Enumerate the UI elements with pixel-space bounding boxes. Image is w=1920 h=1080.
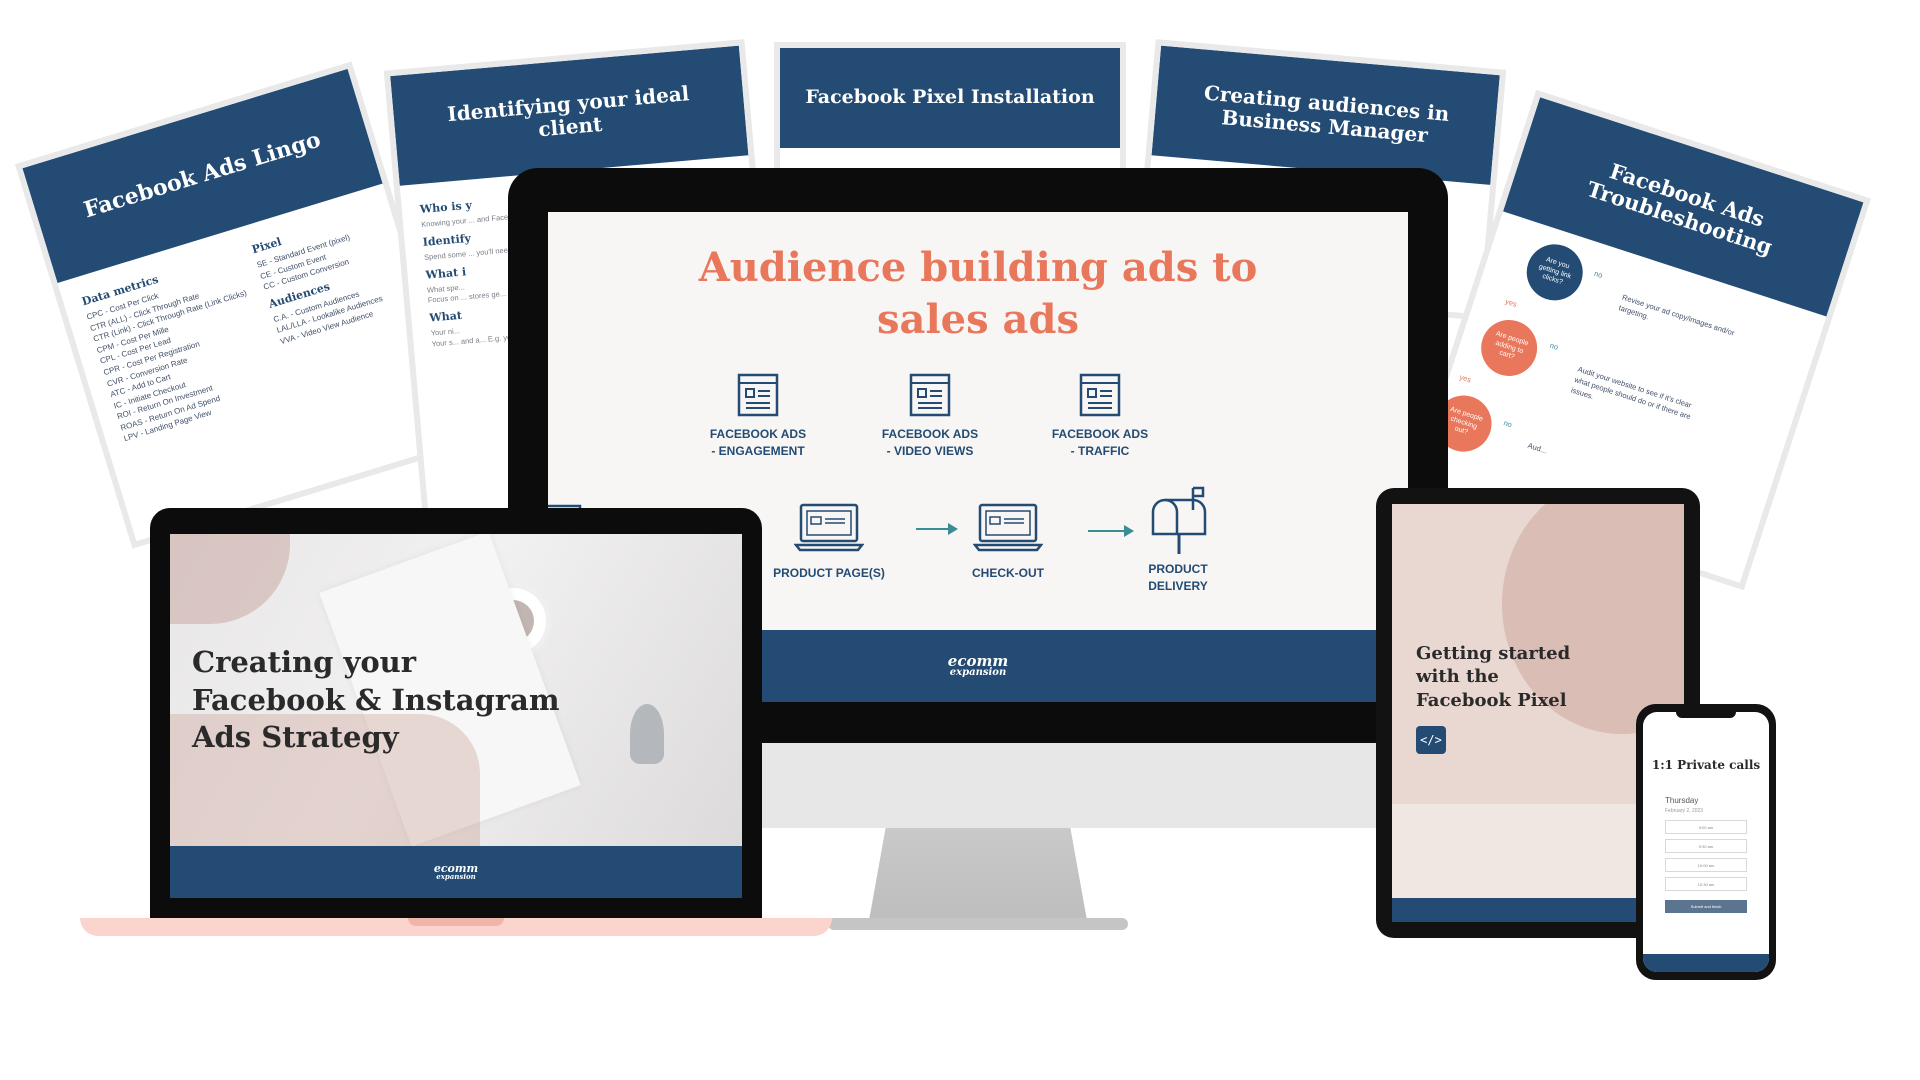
hand-photo (170, 714, 480, 846)
page-title: 1:1 Private calls (1651, 758, 1761, 772)
funnel-label-line: PRODUCT (1148, 562, 1208, 576)
slide-title-line: Facebook Pixel (1416, 689, 1567, 711)
brand-logo-line: expansion (949, 667, 1007, 679)
slide-title-line: sales ads (877, 296, 1079, 343)
laptop-icon (793, 503, 865, 552)
worksheet-title: Creating audiences in Business Manager (1151, 45, 1500, 185)
laptop-icon (972, 503, 1044, 552)
funnel-label-line: FACEBOOK ADS (881, 427, 979, 441)
booking-date: February 2, 2023 (1665, 808, 1704, 814)
slide-title-line: Audience building ads to (698, 244, 1258, 291)
webpage-icon (909, 373, 951, 417)
flow-no-label: no (1502, 418, 1514, 430)
webpage-icon (737, 373, 779, 417)
slide-title: Audience building ads to sales ads (548, 242, 1408, 346)
flow-yes-label: yes (1504, 296, 1518, 309)
funnel-label: FACEBOOK ADS - ENGAGEMENT (683, 426, 833, 460)
brand-logo-line: ecomm (433, 861, 479, 875)
phone-notch (1676, 710, 1736, 718)
time-slot-button[interactable]: 10:30 am (1665, 877, 1747, 891)
imac-stand (868, 828, 1088, 926)
page-footer (1643, 954, 1769, 972)
slide-title-line: Getting started (1416, 643, 1571, 664)
flow-no-label: no (1593, 268, 1604, 281)
time-slot-button[interactable]: 9:30 am (1665, 839, 1747, 853)
brand-logo-line: ecomm (947, 651, 1009, 670)
flow-arrow (1088, 525, 1134, 537)
funnel-ad-video-views: FACEBOOK ADS - VIDEO VIEWS (855, 372, 1005, 460)
laptop-notch (408, 918, 504, 926)
flow-no-label: no (1548, 340, 1560, 352)
funnel-label: PRODUCT PAGE(S) (773, 566, 885, 580)
brand-logo: ecomm expansion (433, 861, 479, 881)
flow-answer-text: Aud... (1526, 440, 1549, 456)
funnel-label: FACEBOOK ADS - TRAFFIC (1025, 426, 1175, 460)
funnel-label-line: - ENGAGEMENT (711, 443, 805, 458)
funnel-ad-engagement: FACEBOOK ADS - ENGAGEMENT (683, 372, 833, 460)
slide-footer (1392, 898, 1684, 922)
mailbox-icon (1151, 486, 1207, 554)
webpage-icon (1079, 373, 1121, 417)
funnel-step-product-delivery: PRODUCT DELIVERY (1103, 484, 1253, 595)
funnel-label: FACEBOOK ADS - VIDEO VIEWS (855, 426, 1005, 460)
funnel-label: PRODUCT DELIVERY (1103, 561, 1253, 595)
phone-screen: 1:1 Private calls Thursday February 2, 2… (1643, 712, 1769, 972)
vase-photo (630, 704, 664, 764)
tablet-screen: Getting started with the Facebook Pixel … (1392, 504, 1684, 922)
laptop-screen: Creating your Facebook & Instagram Ads S… (170, 534, 742, 898)
flow-yes-label: yes (1458, 372, 1473, 385)
code-icon: </> (1416, 726, 1446, 754)
funnel-ad-traffic: FACEBOOK ADS - TRAFFIC (1025, 372, 1175, 460)
funnel-label: CHECK-OUT (972, 566, 1044, 580)
flow-answer-text: Audit your website to see if it's clear … (1569, 364, 1693, 422)
brand-logo-line: expansion (436, 871, 476, 881)
laptop-base (80, 918, 832, 936)
funnel-label-line: - VIDEO VIEWS (886, 443, 974, 458)
imac-stand-foot (828, 918, 1128, 930)
flow-question-node: Are people adding to cart? (1473, 312, 1545, 384)
funnel-label-line: FACEBOOK ADS (1051, 427, 1149, 441)
worksheet-title: Facebook Pixel Installation (780, 48, 1120, 148)
funnel-label-line: DELIVERY (1148, 578, 1208, 593)
funnel-label-line: - TRAFFIC (1070, 443, 1130, 458)
flow-arrow (916, 523, 958, 535)
slide-title-line: Facebook & Instagram (192, 682, 560, 717)
time-slot-button[interactable]: 10:00 am (1665, 858, 1747, 872)
book-photo (1392, 804, 1684, 904)
flow-question-node: Are you getting link clicks? (1519, 237, 1591, 308)
submit-button[interactable]: Submit and finish (1665, 900, 1747, 913)
funnel-label-line: FACEBOOK ADS (709, 427, 807, 441)
time-slot-button[interactable]: 9:00 am (1665, 820, 1747, 834)
slide-footer: ecomm expansion (170, 846, 742, 898)
slide-title: Creating your Facebook & Instagram Ads S… (192, 644, 560, 757)
slide-title-line: Ads Strategy (192, 720, 399, 755)
brand-logo: ecomm expansion (947, 651, 1009, 679)
slide-title-line: Creating your (192, 645, 417, 679)
slide-title-line: with the (1416, 666, 1499, 688)
flow-answer-text: Revise your ad copy/images and/or target… (1617, 292, 1736, 338)
funnel-step-checkout: CHECK-OUT (933, 502, 1083, 582)
booking-day: Thursday (1665, 796, 1699, 805)
slide-title: Getting started with the Facebook Pixel (1416, 642, 1570, 712)
funnel-step-product-page: PRODUCT PAGE(S) (754, 502, 904, 582)
